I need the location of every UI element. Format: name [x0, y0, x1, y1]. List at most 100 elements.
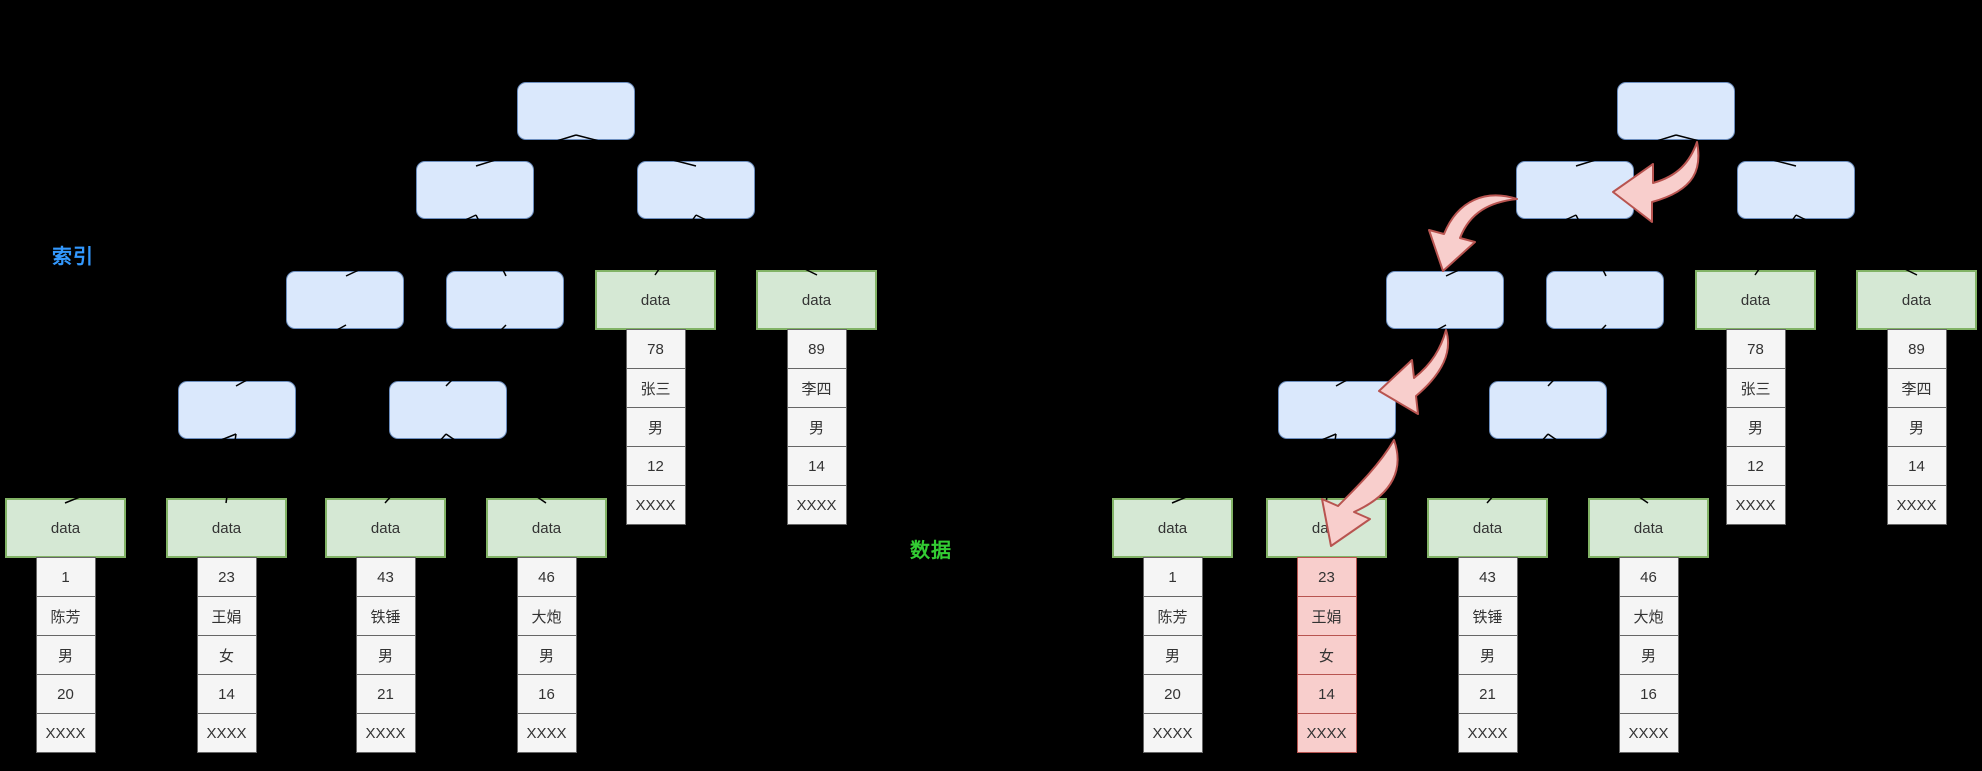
data-node: data [486, 498, 607, 558]
record-cell: 16 [1618, 674, 1679, 714]
data-node: data [1856, 270, 1977, 330]
record-cell: 14 [1886, 446, 1947, 486]
record-cell: 男 [786, 407, 847, 447]
record-cell: XXXX [35, 713, 96, 753]
record-cell: 王娟 [196, 596, 257, 636]
record-cell: 陈芳 [1142, 596, 1203, 636]
data-node: data [5, 498, 126, 558]
record-cell-highlighted: 23 [1296, 557, 1357, 597]
data-node: data [595, 270, 716, 330]
right-column-1: data 1 陈芳 男 20 XXXX [1112, 498, 1233, 753]
right-l4-node-a [1278, 381, 1396, 439]
data-node: data [1427, 498, 1548, 558]
record-cell: 陈芳 [35, 596, 96, 636]
left-l3-node-a [286, 271, 404, 329]
left-l3-node-b [446, 271, 564, 329]
right-column-23-highlighted: data 23 王娟 女 14 XXXX [1266, 498, 1387, 753]
left-column-46: data 46 大炮 男 16 XXXX [486, 498, 607, 753]
record-cell: XXXX [1457, 713, 1518, 753]
right-l3-node-b [1546, 271, 1664, 329]
record-cell: 12 [1725, 446, 1786, 486]
record-cell: 1 [35, 557, 96, 597]
record-cell: 李四 [786, 368, 847, 408]
record-cell: XXXX [1725, 485, 1786, 525]
left-l4-node-a [178, 381, 296, 439]
record-cell-highlighted: 王娟 [1296, 596, 1357, 636]
record-cell: XXXX [196, 713, 257, 753]
record-cell: 43 [1457, 557, 1518, 597]
record-cell: 男 [1142, 635, 1203, 675]
record-cell: 男 [1886, 407, 1947, 447]
record-cell: 李四 [1886, 368, 1947, 408]
record-cell: XXXX [355, 713, 416, 753]
record-cell: 男 [516, 635, 577, 675]
right-column-78: data 78 张三 男 12 XXXX [1695, 270, 1816, 525]
right-column-46: data 46 大炮 男 16 XXXX [1588, 498, 1709, 753]
record-cell: 78 [625, 329, 686, 369]
data-node: data [1695, 270, 1816, 330]
record-cell-highlighted: 14 [1296, 674, 1357, 714]
record-cell: 20 [1142, 674, 1203, 714]
record-cell: 男 [1457, 635, 1518, 675]
record-cell: XXXX [786, 485, 847, 525]
left-column-23: data 23 王娟 女 14 XXXX [166, 498, 287, 753]
record-cell: 16 [516, 674, 577, 714]
right-column-89: data 89 李四 男 14 XXXX [1856, 270, 1977, 525]
record-cell: XXXX [1618, 713, 1679, 753]
left-l2-node-b [637, 161, 755, 219]
record-cell-highlighted: 女 [1296, 635, 1357, 675]
record-cell: 23 [196, 557, 257, 597]
record-cell: 46 [1618, 557, 1679, 597]
record-cell: 21 [1457, 674, 1518, 714]
record-cell: 男 [355, 635, 416, 675]
record-cell: 张三 [625, 368, 686, 408]
left-l4-node-b [389, 381, 507, 439]
right-l2-node-a [1516, 161, 1634, 219]
record-cell-highlighted: XXXX [1296, 713, 1357, 753]
data-node: data [166, 498, 287, 558]
left-l2-node-a [416, 161, 534, 219]
record-cell: 1 [1142, 557, 1203, 597]
data-node: data [1266, 498, 1387, 558]
record-cell: 21 [355, 674, 416, 714]
record-cell: 男 [1618, 635, 1679, 675]
left-root-node [517, 82, 635, 140]
record-cell: 14 [196, 674, 257, 714]
record-cell: 大炮 [1618, 596, 1679, 636]
record-cell: 张三 [1725, 368, 1786, 408]
data-node: data [756, 270, 877, 330]
record-cell: 女 [196, 635, 257, 675]
record-cell: XXXX [516, 713, 577, 753]
record-cell: XXXX [1886, 485, 1947, 525]
left-column-78: data 78 张三 男 12 XXXX [595, 270, 716, 525]
record-cell: 14 [786, 446, 847, 486]
record-cell: 20 [35, 674, 96, 714]
left-column-43: data 43 铁锤 男 21 XXXX [325, 498, 446, 753]
right-l3-node-a [1386, 271, 1504, 329]
right-column-43: data 43 铁锤 男 21 XXXX [1427, 498, 1548, 753]
data-region-label: 数据 [910, 540, 952, 562]
record-cell: 男 [625, 407, 686, 447]
right-l2-node-b [1737, 161, 1855, 219]
record-cell: XXXX [1142, 713, 1203, 753]
left-column-89: data 89 李四 男 14 XXXX [756, 270, 877, 525]
index-region-label: 索引 [52, 246, 94, 268]
record-cell: 89 [1886, 329, 1947, 369]
record-cell: 43 [355, 557, 416, 597]
data-node: data [1588, 498, 1709, 558]
data-node: data [1112, 498, 1233, 558]
record-cell: 78 [1725, 329, 1786, 369]
right-l4-node-b [1489, 381, 1607, 439]
record-cell: 46 [516, 557, 577, 597]
record-cell: XXXX [625, 485, 686, 525]
record-cell: 铁锤 [1457, 596, 1518, 636]
curved-arrow-2 [1428, 194, 1518, 272]
data-node: data [325, 498, 446, 558]
record-cell: 大炮 [516, 596, 577, 636]
record-cell: 铁锤 [355, 596, 416, 636]
record-cell: 89 [786, 329, 847, 369]
record-cell: 男 [1725, 407, 1786, 447]
right-root-node [1617, 82, 1735, 140]
record-cell: 男 [35, 635, 96, 675]
